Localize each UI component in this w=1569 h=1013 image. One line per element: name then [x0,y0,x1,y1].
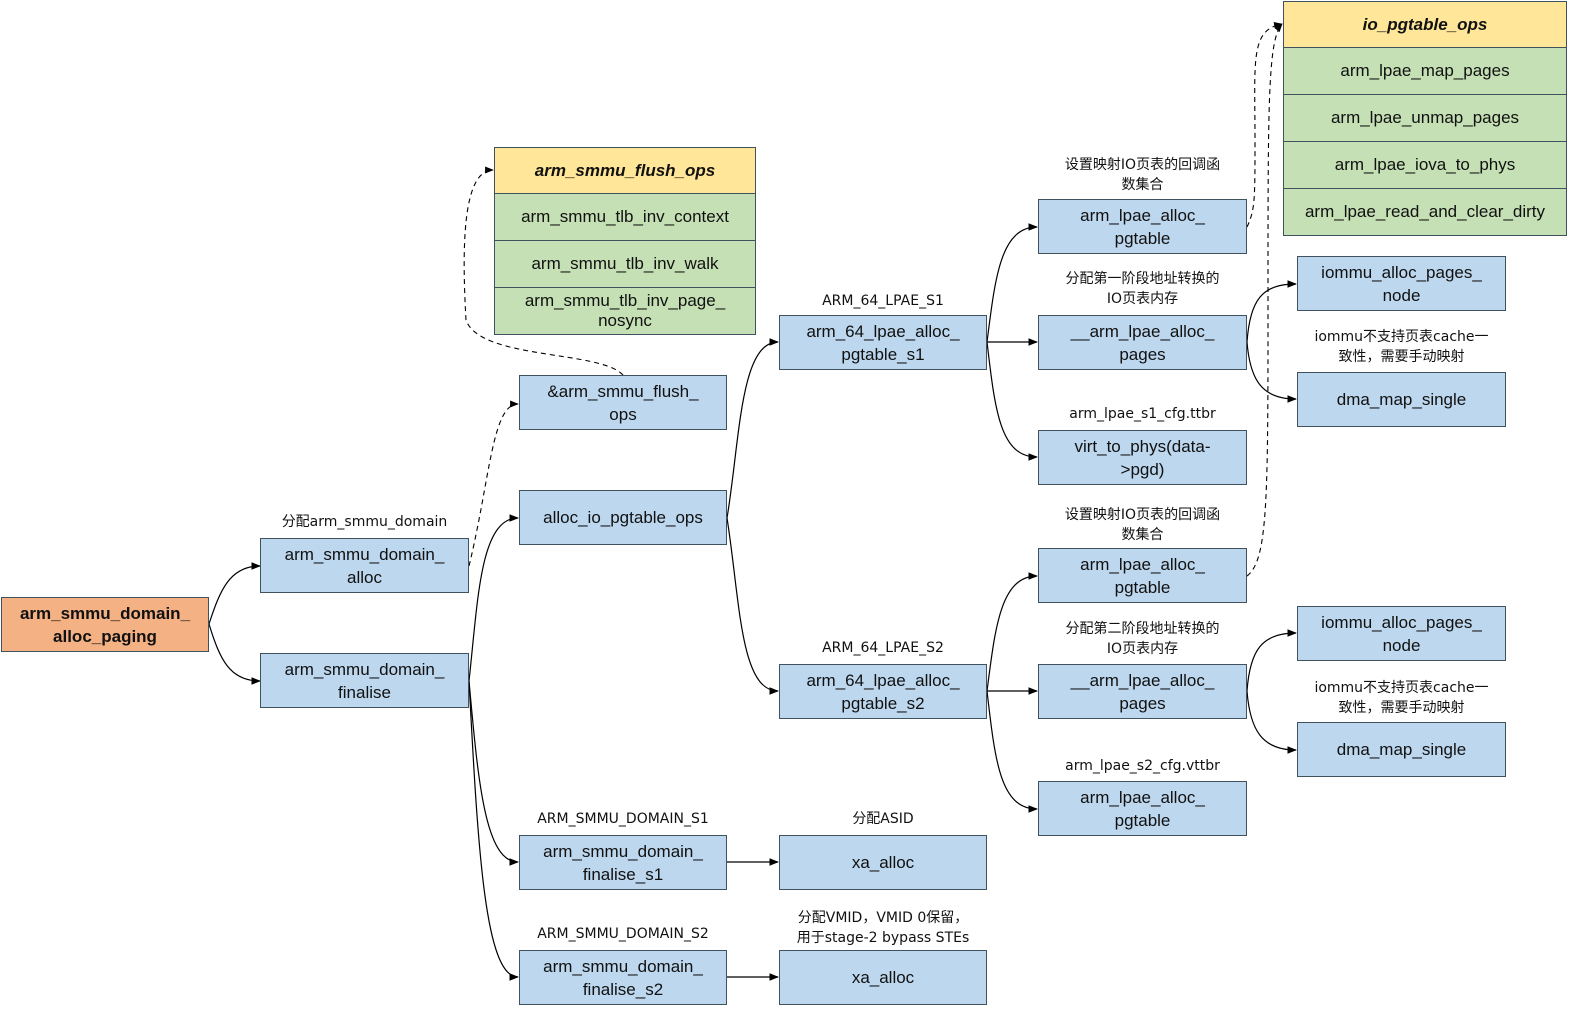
dashed-flush-ref-to-flush-table [463,166,624,376]
dashed-s1-pgtable-to-io-ops [1246,22,1283,228]
s1-alloc-pages-node[interactable]: __arm_lpae_alloc_ pages [1038,315,1247,370]
edge-root-to-domain-finalise [208,623,261,685]
io-pgtable-ops-row[interactable]: arm_lpae_map_pages [1283,48,1567,95]
label-alloc-vmid: 分配VMID，VMID 0保留， 用于stage-2 bypass STEs [796,910,970,946]
edge-alloc-ops-to-pgtable-s2 [726,517,779,695]
domain-finalise-node[interactable]: arm_smmu_domain_ finalise [260,653,469,708]
label-s2-alloc-mem: 分配第二阶段地址转换的 IO页表内存 [1065,621,1220,657]
s2-alloc-pages-node[interactable]: __arm_lpae_alloc_ pages [1038,664,1247,719]
flush-ops-ref-node[interactable]: &arm_smmu_flush_ ops [519,375,727,430]
xa-alloc-s2-node[interactable]: xa_alloc [779,950,987,1005]
dashed-domain-alloc-to-flush-ref [468,400,519,567]
edge-s1-pages-to-dma-map [1246,341,1297,403]
s2-dma-map-single-node[interactable]: dma_map_single [1297,722,1506,777]
alloc-io-pgtable-ops-node[interactable]: alloc_io_pgtable_ops [519,490,727,545]
s2-lpae-alloc-pgtable-node[interactable]: arm_lpae_alloc_ pgtable [1038,548,1247,603]
io-pgtable-ops-row[interactable]: arm_lpae_iova_to_phys [1283,142,1567,189]
io-pgtable-ops-row[interactable]: arm_lpae_read_and_clear_dirty [1283,189,1567,236]
label-lpae-s2: ARM_64_LPAE_S2 [822,640,944,656]
label-alloc-domain: 分配arm_smmu_domain [281,514,448,530]
io-pgtable-ops-row[interactable]: arm_lpae_unmap_pages [1283,95,1567,142]
edge-s2-pages-to-iommu-alloc [1246,629,1297,692]
s2-lpae-alloc-pgtable-vttbr-node[interactable]: arm_lpae_alloc_ pgtable [1038,781,1247,836]
label-s1-ttbr: arm_lpae_s1_cfg.ttbr [1069,406,1216,422]
edge-s2-pages-to-dma-map [1246,690,1297,754]
edge-alloc-ops-to-pgtable-s1 [726,338,779,519]
finalise-s1-node[interactable]: arm_smmu_domain_ finalise_s1 [519,835,727,890]
label-lpae-s1: ARM_64_LPAE_S1 [822,293,944,309]
label-s1-cache-note: iommu不支持页表cache一 致性，需要手动映射 [1314,329,1489,365]
edge-root-to-domain-alloc [208,562,261,625]
flush-ops-row[interactable]: arm_smmu_tlb_inv_context [494,194,756,241]
flush-ops-row[interactable]: arm_smmu_tlb_inv_page_ nosync [494,288,756,335]
label-domain-s2: ARM_SMMU_DOMAIN_S2 [537,926,709,942]
edge-finalise-to-finalise-s2 [468,680,519,981]
edge-finalise-to-finalise-s1 [468,680,519,866]
label-s2-set-callbacks: 设置映射IO页表的回调函 数集合 [1064,507,1221,543]
io-pgtable-ops-table-title: io_pgtable_ops [1283,1,1567,48]
label-s2-vttbr: arm_lpae_s2_cfg.vttbr [1065,758,1220,774]
s1-virt-to-phys-node[interactable]: virt_to_phys(data- >pgd) [1038,430,1247,485]
io-pgtable-ops-table: io_pgtable_ops arm_lpae_map_pages arm_lp… [1283,1,1567,236]
edge-finalise-to-alloc-io-pgtable-ops [468,514,519,682]
domain-alloc-node[interactable]: arm_smmu_domain_ alloc [260,538,469,593]
dashed-s2-pgtable-to-io-ops [1246,23,1283,577]
s1-iommu-alloc-pages-node[interactable]: iommu_alloc_pages_ node [1297,256,1506,311]
root-node[interactable]: arm_smmu_domain_ alloc_paging [1,597,209,652]
s2-iommu-alloc-pages-node[interactable]: iommu_alloc_pages_ node [1297,606,1506,661]
edge-s1-to-virt-to-phys [986,341,1038,461]
flush-ops-table-title: arm_smmu_flush_ops [494,147,756,194]
edge-s2-to-vttbr-pgtable [986,690,1038,813]
label-s2-cache-note: iommu不支持页表cache一 致性，需要手动映射 [1314,680,1489,716]
edge-s2-to-lpae-alloc-pgtable [986,572,1038,692]
xa-alloc-s1-node[interactable]: xa_alloc [779,835,987,890]
label-s1-alloc-mem: 分配第一阶段地址转换的 IO页表内存 [1065,271,1220,307]
label-alloc-asid: 分配ASID [852,811,914,827]
alloc-pgtable-s2-node[interactable]: arm_64_lpae_alloc_ pgtable_s2 [779,664,987,719]
flush-ops-table: arm_smmu_flush_ops arm_smmu_tlb_inv_cont… [494,147,756,335]
finalise-s2-node[interactable]: arm_smmu_domain_ finalise_s2 [519,950,727,1005]
edge-s1-pages-to-iommu-alloc [1246,280,1297,343]
alloc-pgtable-s1-node[interactable]: arm_64_lpae_alloc_ pgtable_s1 [779,315,987,370]
label-s1-set-callbacks: 设置映射IO页表的回调函 数集合 [1064,157,1221,193]
s1-lpae-alloc-pgtable-node[interactable]: arm_lpae_alloc_ pgtable [1038,199,1247,254]
label-domain-s1: ARM_SMMU_DOMAIN_S1 [537,811,709,827]
flush-ops-row[interactable]: arm_smmu_tlb_inv_walk [494,241,756,288]
s1-dma-map-single-node[interactable]: dma_map_single [1297,372,1506,427]
edge-s1-to-lpae-alloc-pgtable [986,223,1038,343]
